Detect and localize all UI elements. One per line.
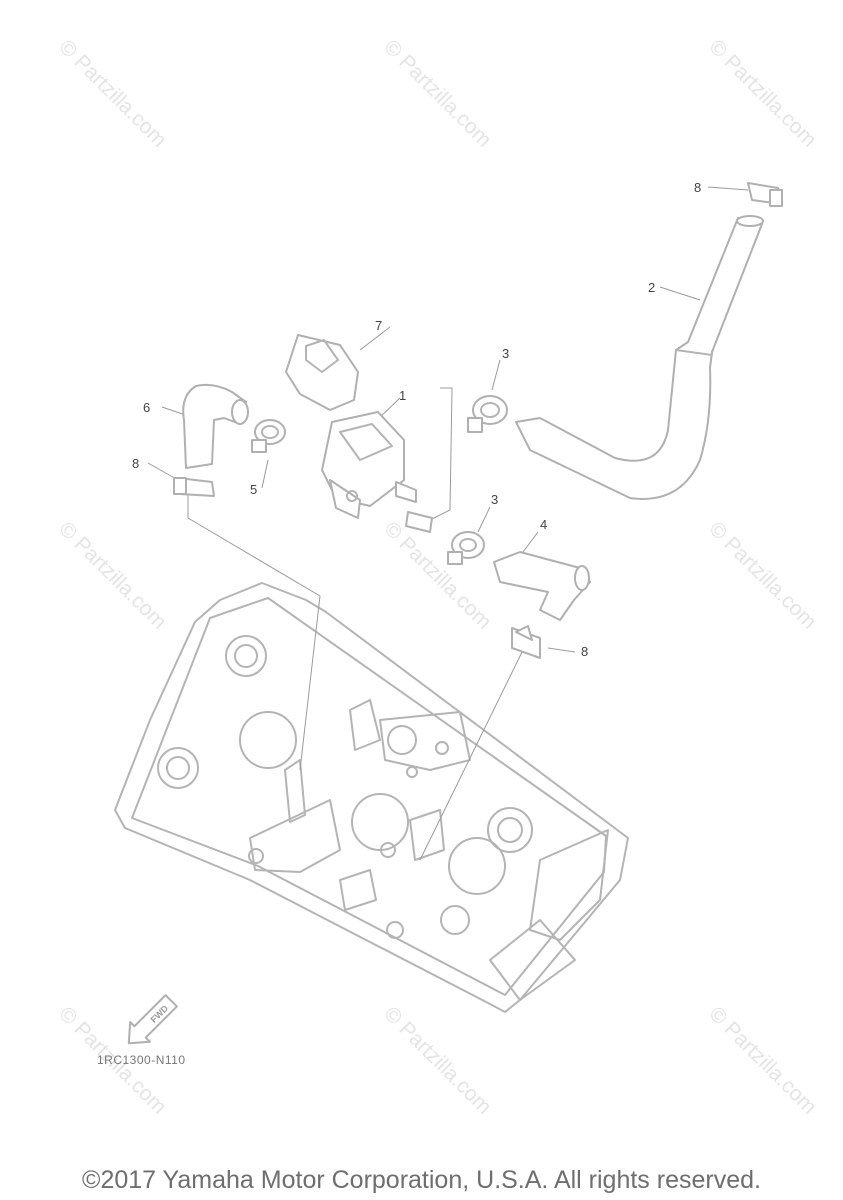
- callout-2: 2: [648, 280, 655, 295]
- watermark: © Partzilla.com: [704, 35, 820, 151]
- watermark: © Partzilla.com: [54, 517, 170, 633]
- leader-lines: [147, 186, 749, 861]
- clamp-part-3-lower: [447, 531, 485, 565]
- clamp-part-5: [251, 419, 286, 453]
- watermark: © Partzilla.com: [54, 35, 170, 151]
- elbow-pipe-part-6: [182, 383, 249, 469]
- clip-part-8-top: [747, 182, 783, 207]
- callout-6: 6: [143, 400, 150, 415]
- callout-3-lower: 3: [491, 492, 498, 507]
- callout-5: 5: [250, 482, 257, 497]
- clip-part-8-right: [511, 625, 541, 659]
- diagram-code: 1RC1300-N110: [97, 1053, 186, 1067]
- cylinder-head-cover: [114, 582, 629, 1013]
- callout-8-top: 8: [694, 180, 701, 195]
- forward-direction-arrow: FWD: [127, 994, 178, 1045]
- callout-8-right: 8: [581, 644, 588, 659]
- callout-8-left: 8: [132, 456, 139, 471]
- hose-part-2: [515, 215, 764, 500]
- elbow-hose-part-4: [493, 551, 591, 621]
- cover-part-7: [285, 334, 359, 411]
- copyright-notice: ©2017 Yamaha Motor Corporation, U.S.A. A…: [82, 1166, 761, 1194]
- callout-1: 1: [399, 388, 406, 403]
- callout-numbers: 1 2 3 3 4 5 6 7 8 8 8: [132, 180, 701, 659]
- watermark: © Partzilla.com: [704, 1002, 820, 1118]
- callout-3-upper: 3: [502, 346, 509, 361]
- watermark: © Partzilla.com: [379, 35, 495, 151]
- watermarks: © Partzilla.com © Partzilla.com © Partzi…: [54, 35, 820, 1118]
- clamp-part-3-upper: [467, 395, 508, 433]
- callout-7: 7: [375, 318, 382, 333]
- callout-4: 4: [540, 517, 547, 532]
- clip-part-8-left: [173, 477, 215, 497]
- air-cut-valve-part-1: [321, 411, 433, 533]
- watermark: © Partzilla.com: [704, 517, 820, 633]
- watermark: © Partzilla.com: [379, 1002, 495, 1118]
